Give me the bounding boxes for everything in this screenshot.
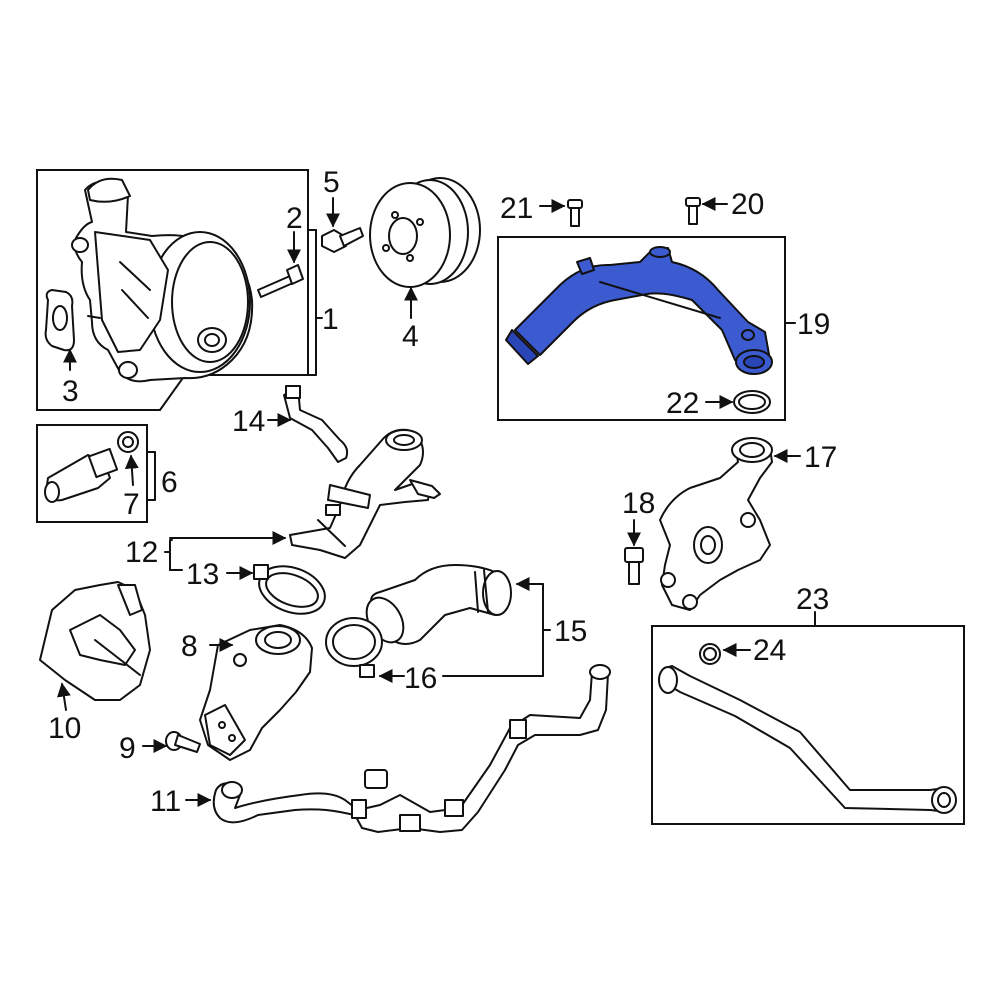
callout-21: 21 — [500, 192, 533, 225]
callout-5: 5 — [323, 166, 340, 199]
temperature-sensor[interactable] — [45, 449, 117, 502]
bolt-21[interactable] — [568, 200, 582, 226]
bolt-20[interactable] — [686, 198, 700, 224]
callout-11: 11 — [150, 785, 181, 818]
outlet-17[interactable] — [660, 438, 772, 610]
hose-14[interactable] — [284, 386, 347, 462]
group-frame-19 — [497, 236, 786, 421]
callout-19: 19 — [797, 308, 830, 341]
cover-10[interactable] — [40, 582, 150, 700]
callout-15: 15 — [554, 615, 587, 648]
o-ring-24[interactable] — [700, 644, 720, 664]
group-frame-23 — [651, 625, 965, 825]
clamp-13[interactable] — [253, 558, 332, 623]
callout-12: 12 — [125, 536, 158, 569]
bolt-18[interactable] — [625, 548, 643, 584]
bolt-2[interactable] — [258, 265, 303, 297]
clamp-16[interactable] — [326, 618, 382, 677]
leader-lines — [56, 197, 801, 807]
callout-1: 1 — [322, 303, 339, 336]
callout-22: 22 — [666, 387, 699, 420]
callout-17: 17 — [804, 441, 837, 474]
tube-group — [651, 611, 965, 825]
callout-18: 18 — [622, 487, 655, 520]
sensor-group — [36, 424, 156, 523]
housing-12[interactable] — [290, 430, 440, 558]
water-pump-group — [36, 169, 323, 411]
o-ring-22[interactable] — [734, 391, 770, 413]
callout-labels: 1 2 3 4 5 6 7 8 9 10 11 12 13 14 15 16 1… — [48, 166, 837, 818]
hose-11[interactable] — [214, 665, 610, 832]
group-frame-6 — [36, 424, 148, 523]
thermostat-housing-8[interactable] — [200, 625, 312, 760]
coolant-pipe-19-highlighted[interactable] — [506, 247, 772, 374]
callout-13: 13 — [186, 558, 219, 591]
callout-2: 2 — [286, 202, 303, 235]
callout-20: 20 — [731, 188, 764, 221]
pulley-4[interactable] — [370, 178, 480, 287]
callout-14: 14 — [232, 405, 265, 438]
callout-6: 6 — [161, 466, 178, 499]
water-pump[interactable] — [72, 179, 252, 382]
o-ring-7[interactable] — [118, 432, 138, 452]
callout-10: 10 — [48, 712, 81, 745]
callout-8: 8 — [181, 630, 198, 663]
bolt-9[interactable] — [166, 732, 200, 752]
callout-7: 7 — [123, 488, 140, 521]
callout-9: 9 — [119, 732, 136, 765]
callout-24: 24 — [753, 634, 786, 667]
tube-23[interactable] — [659, 666, 956, 813]
callout-23: 23 — [796, 583, 829, 616]
gasket-3[interactable] — [46, 290, 74, 350]
bolt-5[interactable] — [322, 228, 363, 252]
callout-16: 16 — [404, 662, 437, 695]
callout-3: 3 — [62, 375, 79, 408]
coolant-pipe-group — [497, 236, 796, 421]
callout-4: 4 — [402, 320, 419, 353]
